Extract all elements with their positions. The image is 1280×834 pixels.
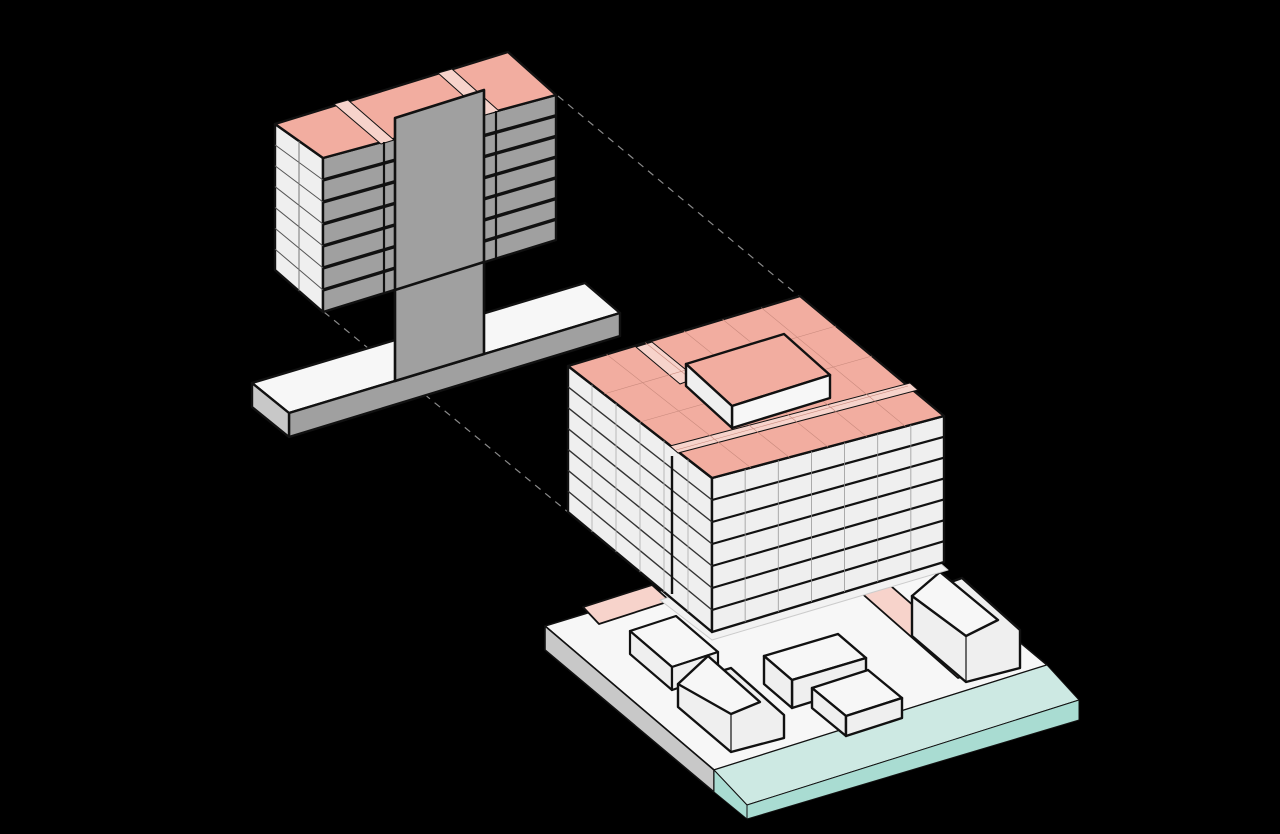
structure-roof [273,50,558,160]
house-3 [762,632,904,738]
projection-lines [323,95,801,513]
site-model [544,294,1080,820]
exploded-structure [250,50,622,439]
tower-floor-line [711,435,945,502]
house-4 [910,570,1022,684]
rooftop-box [684,332,832,430]
tower-floor-line [711,540,945,612]
tower-floor-line [711,519,945,590]
tower-floor-line [711,498,945,568]
base-slab-end [250,381,291,439]
structure-core-lower [393,260,486,383]
projection-line-top [557,95,801,298]
tower-floor-line [711,477,945,546]
house-2 [676,654,786,754]
tower-floor-line [711,456,945,524]
water-strip-end [713,769,748,820]
projection-line-bottom [323,311,569,513]
tower-roof-grid-line [675,385,909,451]
